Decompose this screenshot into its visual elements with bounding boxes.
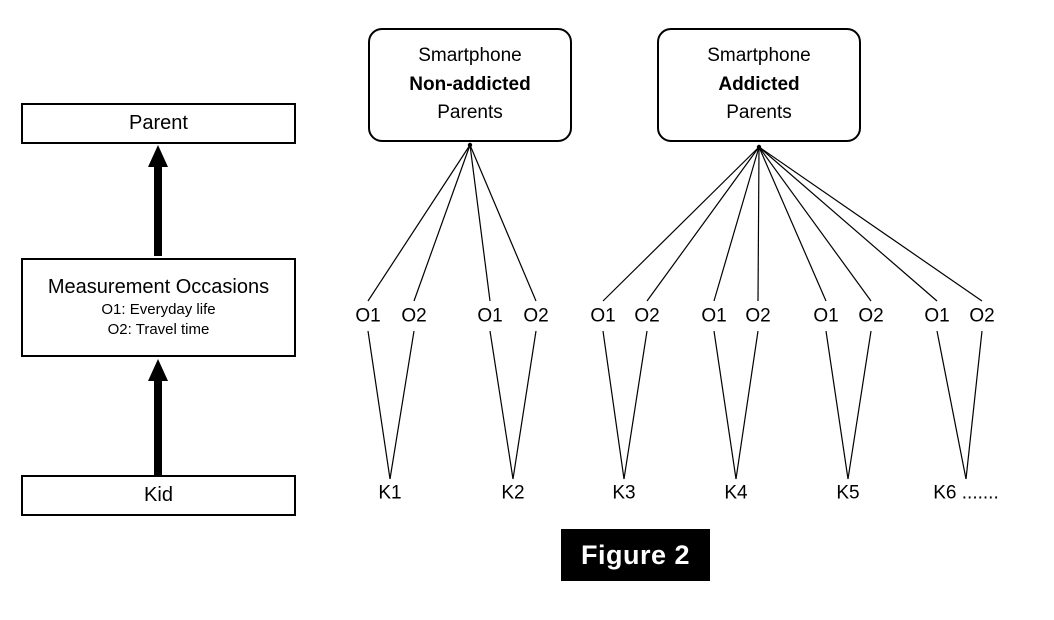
edge-O2-to-K4 [735,330,759,480]
edge-group-addicted-to-O1-K3 [602,146,760,302]
occasion-label-addicted-K3-O1: O1 [590,305,616,327]
occasion-label-addicted-K6-O2: O2 [969,305,995,327]
kid-label-K6: K6 ....... [933,482,999,504]
occasion-label-addicted-K3-O2: O2 [634,305,660,327]
measurement-occasions-box-title: Measurement Occasions [47,275,270,298]
occasion-label-addicted-K4-O2: O2 [745,305,771,327]
kid-label-K5: K5 [836,482,860,504]
edge-O1-to-K1 [367,330,391,480]
edge-O2-to-K5 [847,330,872,480]
kid-label-K2: K2 [501,482,525,504]
edge-group-addicted-to-O1-K6 [758,146,938,302]
kid-label-K4: K4 [724,482,748,504]
measurement-occasions-box-subline-2: O2: Travel time [107,321,210,338]
edge-O1-to-K2 [489,330,514,480]
edge-group-addicted-to-O1-K5 [758,146,827,302]
occasion-label-addicted-K5-O2: O2 [858,305,884,327]
parent-box-title: Parent [129,112,188,134]
arrow-measurement-to-parent [148,145,168,256]
edge-O1-to-K5 [825,330,849,480]
edge-O1-to-K6 [936,330,967,480]
kid-label-K1: K1 [378,482,402,504]
occasion-label-non-addicted-K1-O2: O2 [401,305,427,327]
edge-group-addicted-to-O2-K6 [758,146,983,302]
occasion-label-addicted-K4-O1: O1 [701,305,727,327]
occasion-label-addicted-K5-O1: O1 [813,305,839,327]
edge-group-addicted-to-O2-K5 [758,146,872,302]
group-addicted-line-1: Smartphone [707,45,811,67]
occasion-label-non-addicted-K2-O1: O1 [477,305,503,327]
occasion-label-addicted-K6-O1: O1 [924,305,950,327]
kid-box: Kid [21,475,296,516]
measurement-occasions-box-subline-1: O1: Everyday life [101,300,216,318]
kid-box-title: Kid [144,484,173,506]
group-addicted-line-2: Addicted [718,73,800,95]
occasion-label-non-addicted-K1-O1: O1 [355,305,381,327]
edge-O2-to-K1 [389,330,415,480]
edge-group-addicted-to-O1-K4 [713,146,760,302]
edge-group-non-addicted-to-O1-K1 [367,144,471,302]
edge-O2-to-K3 [623,330,648,480]
edge-O1-to-K3 [602,330,625,480]
edge-group-non-addicted-to-O2-K1 [413,144,471,302]
group-addicted-line-3: Parents [726,102,792,124]
occasion-label-non-addicted-K2-O2: O2 [523,305,549,327]
apex-dot-non-addicted [467,142,473,148]
figure-caption: Figure 2 [561,529,710,581]
group-non-addicted-line-2: Non-addicted [409,73,531,95]
edge-group-non-addicted-to-O2-K2 [469,144,537,302]
edge-group-addicted-to-O2-K3 [646,146,760,302]
edge-group-non-addicted-to-O1-K2 [469,144,491,302]
edge-O2-to-K2 [512,330,537,480]
parent-box: Parent [21,103,296,144]
apex-dot-addicted [756,144,762,150]
arrow-measurement-to-parent-head [148,145,168,167]
edge-group-addicted-to-O2-K4 [757,146,760,302]
kid-label-K3: K3 [612,482,636,504]
arrow-kid-to-measurement [148,359,168,475]
edge-O1-to-K4 [713,330,737,480]
edge-O2-to-K6 [965,330,983,480]
arrow-kid-to-measurement-head [148,359,168,381]
group-non-addicted-line-3: Parents [437,102,503,124]
group-non-addicted-line-1: Smartphone [418,45,522,67]
